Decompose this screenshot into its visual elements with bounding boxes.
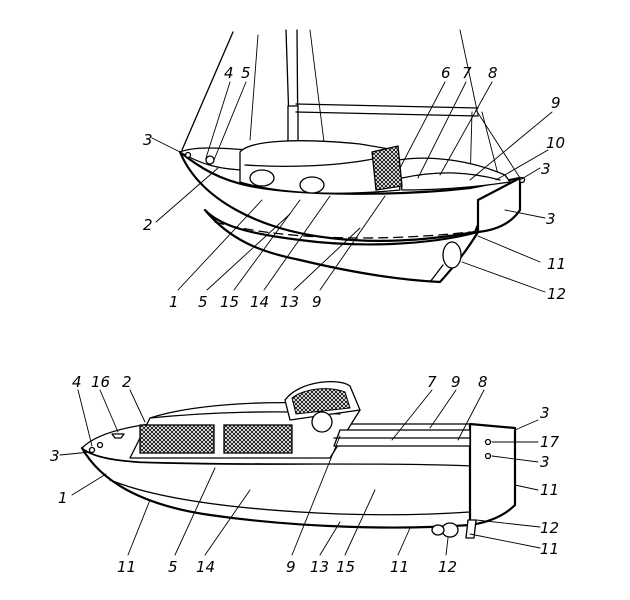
top-callout-5b: 5 <box>198 293 208 311</box>
top-rigging <box>181 29 521 186</box>
top-callout-7: 7 <box>462 64 472 82</box>
bottom-callout-16: 16 <box>91 373 110 391</box>
bottom-callout-3a: 3 <box>50 447 60 465</box>
bottom-stern-light <box>484 438 492 446</box>
top-cockpit <box>397 157 511 191</box>
top-callout-3a: 3 <box>143 131 153 149</box>
top-callout-2: 2 <box>143 216 153 234</box>
bottom-callout-labels: 4 16 2 3 1 11 5 14 9 13 15 11 12 7 9 8 3… <box>50 373 560 576</box>
bottom-transom <box>468 422 517 527</box>
bottom-callout-11d: 11 <box>540 540 559 558</box>
top-callout-5a: 5 <box>241 64 251 82</box>
top-callout-9a: 9 <box>551 94 561 112</box>
top-keel <box>203 208 480 284</box>
top-callout-3b: 3 <box>541 160 551 178</box>
bottom-callout-1: 1 <box>58 489 68 507</box>
bottom-window-1 <box>139 424 215 454</box>
bottom-chine <box>109 479 471 516</box>
bottom-callout-12b: 12 <box>540 519 559 537</box>
top-porthole-1 <box>249 169 275 187</box>
bottom-bow-light <box>88 446 96 454</box>
bottom-callout-4: 4 <box>72 373 82 391</box>
top-boat <box>151 29 553 293</box>
top-cabin-top <box>244 157 379 167</box>
bottom-callout-3c: 3 <box>540 453 550 471</box>
top-cockpit-seat <box>401 172 501 181</box>
bottom-callout-2: 2 <box>122 373 132 391</box>
bottom-callout-9a: 9 <box>286 558 296 576</box>
bottom-callout-7: 7 <box>427 373 437 391</box>
bottom-windshield-mesh <box>291 388 351 415</box>
bottom-window-2 <box>223 424 293 454</box>
top-callout-labels: 3 4 5 2 6 7 8 9 10 3 3 11 12 1 5 15 14 1… <box>143 64 566 311</box>
bottom-rudder <box>465 519 477 539</box>
top-boom <box>295 103 479 117</box>
top-callout-9b: 9 <box>312 293 322 311</box>
top-callout-4: 4 <box>224 64 234 82</box>
top-rudder <box>442 241 462 269</box>
top-leaders <box>151 81 553 293</box>
bottom-callout-11c: 11 <box>540 481 559 499</box>
bottom-steering-wheel <box>311 411 333 433</box>
top-callout-3c: 3 <box>546 210 556 228</box>
bottom-bow-light-2 <box>96 441 104 449</box>
top-callout-11: 11 <box>547 255 566 273</box>
bottom-callout-3b: 3 <box>540 404 550 422</box>
top-callout-6: 6 <box>441 64 451 82</box>
top-callout-13: 13 <box>280 293 299 311</box>
bottom-bow-cleat <box>111 433 125 439</box>
top-porthole-2 <box>299 176 325 194</box>
bottom-callout-5: 5 <box>168 558 178 576</box>
top-bow-fitting <box>205 155 215 165</box>
top-callout-8: 8 <box>488 64 498 82</box>
bottom-boat <box>59 380 541 556</box>
bottom-stern-light-2 <box>484 452 492 460</box>
bottom-callout-13: 13 <box>310 558 329 576</box>
bottom-callout-15: 15 <box>336 558 355 576</box>
bottom-callout-11b: 11 <box>390 558 409 576</box>
bottom-callout-11a: 11 <box>117 558 136 576</box>
top-callout-14: 14 <box>250 293 269 311</box>
bottom-leaders <box>59 389 541 556</box>
top-transom <box>476 176 522 234</box>
top-callout-15: 15 <box>220 293 239 311</box>
bottom-callout-12a: 12 <box>438 558 457 576</box>
bottom-propeller-2 <box>431 524 445 536</box>
top-stern-light <box>518 176 526 184</box>
bottom-callout-17: 17 <box>540 433 560 451</box>
top-callout-1: 1 <box>169 293 179 311</box>
bottom-callout-8: 8 <box>478 373 488 391</box>
top-waterline <box>214 221 471 239</box>
top-callout-10: 10 <box>546 134 565 152</box>
bottom-callout-9b: 9 <box>451 373 461 391</box>
top-callout-12: 12 <box>547 285 566 303</box>
top-windshield <box>371 145 403 191</box>
top-cabin <box>239 140 401 194</box>
bottom-callout-14: 14 <box>196 558 215 576</box>
